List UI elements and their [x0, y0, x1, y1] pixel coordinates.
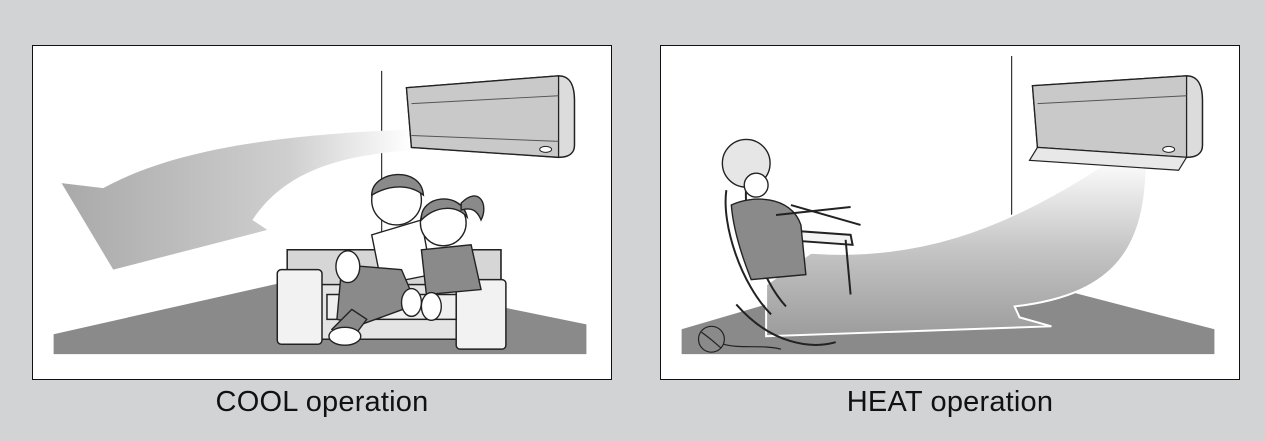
cool-airflow-arrow — [62, 129, 412, 269]
heat-operation-panel — [660, 45, 1240, 380]
cool-operation-panel — [32, 45, 612, 380]
air-conditioner-icon — [406, 76, 574, 158]
heat-operation-caption: HEAT operation — [660, 386, 1240, 419]
cool-operation-caption: COOL operation — [32, 386, 612, 419]
air-conditioner-icon — [1030, 76, 1203, 170]
heat-scene — [661, 46, 1239, 379]
cool-scene — [33, 46, 611, 379]
